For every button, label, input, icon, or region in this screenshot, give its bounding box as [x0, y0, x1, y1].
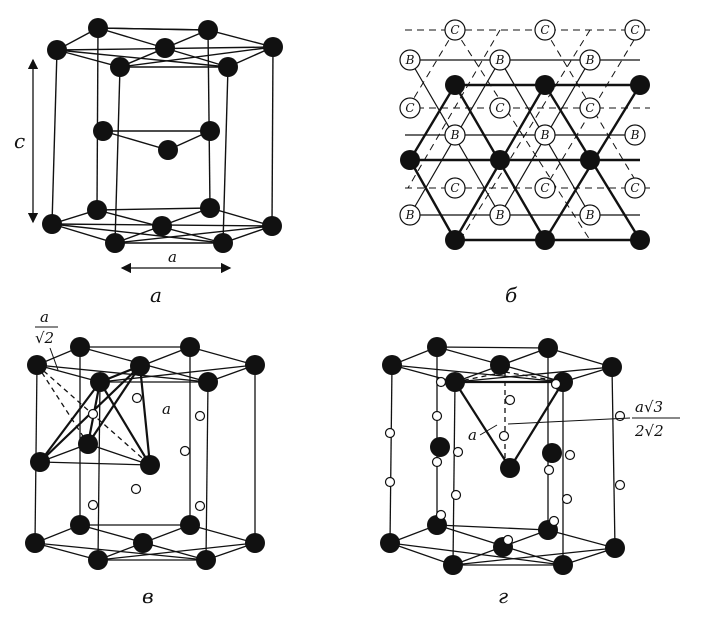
diag-label-den: √2 — [35, 329, 54, 347]
site-c-label: C — [630, 181, 639, 195]
site-b-label: B — [495, 53, 505, 67]
panel-b-stacking: C C C B B B C C C B B B C C C B B B — [399, 19, 650, 250]
site-c-label: C — [630, 23, 639, 37]
panel-g-tetrahedral — [380, 337, 626, 575]
edge-label-v: a — [162, 400, 171, 418]
caption-a: а — [150, 283, 162, 307]
caption-v: в — [142, 584, 154, 608]
site-b-label: B — [630, 128, 640, 142]
site-b-label: B — [405, 208, 415, 222]
height-label-num: a√3 — [635, 398, 663, 416]
site-c-label: C — [450, 181, 459, 195]
panel-a-hcp-cell — [42, 18, 283, 253]
site-b-label: B — [495, 208, 505, 222]
site-c-label: C — [585, 101, 594, 115]
edge-label-g: a — [468, 426, 477, 444]
site-c-label: C — [540, 23, 549, 37]
height-label-den: 2√2 — [634, 422, 664, 440]
site-c-label: C — [540, 181, 549, 195]
label-leader — [507, 417, 631, 425]
caption-g: г — [498, 584, 508, 608]
label-leader — [479, 424, 498, 436]
site-b-label: B — [450, 128, 460, 142]
height-label: c — [14, 129, 25, 153]
caption-b: б — [505, 283, 518, 307]
site-c-label: C — [450, 23, 459, 37]
label-leader — [49, 347, 59, 371]
site-c-label: C — [405, 101, 414, 115]
panel-v-octahedral — [25, 337, 265, 570]
diag-label-num: a — [40, 308, 49, 326]
site-c-label: C — [495, 101, 504, 115]
site-b-label: B — [405, 53, 415, 67]
site-b-label: B — [585, 53, 595, 67]
width-label: a — [168, 248, 177, 266]
site-b-label: B — [540, 128, 550, 142]
site-b-label: B — [585, 208, 595, 222]
